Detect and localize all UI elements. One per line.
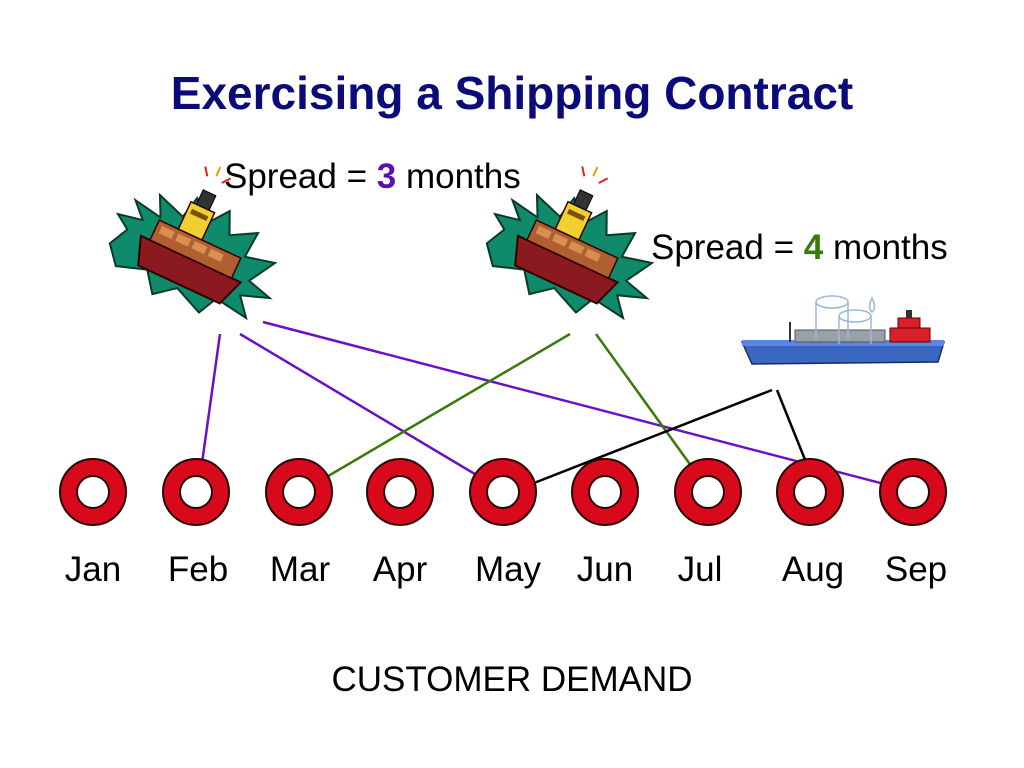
month-label: Apr bbox=[372, 550, 428, 589]
spread-value: 4 bbox=[803, 228, 824, 267]
spread-prefix: Spread = bbox=[224, 157, 377, 196]
life-ring-icon bbox=[879, 458, 947, 526]
cargo-ship-icon bbox=[108, 166, 278, 321]
contract-arrow bbox=[239, 332, 507, 494]
month-label: Sep bbox=[884, 550, 948, 589]
spread-label-2: Spread = 4 months bbox=[651, 228, 948, 268]
life-ring-icon bbox=[469, 458, 537, 526]
firework-spark bbox=[204, 166, 232, 184]
month-label: Aug bbox=[781, 550, 845, 589]
spread-suffix: months bbox=[396, 157, 521, 196]
life-ring-icon bbox=[59, 458, 127, 526]
tanker-ship-icon bbox=[740, 295, 946, 365]
spread-suffix: months bbox=[823, 228, 948, 267]
oil-tank-icon bbox=[815, 295, 876, 344]
firework-spark bbox=[581, 166, 609, 184]
month-label: Jun bbox=[576, 550, 634, 589]
life-ring-icon bbox=[776, 458, 844, 526]
life-ring-icon bbox=[162, 458, 230, 526]
life-ring-icon bbox=[265, 458, 333, 526]
spread-label-1: Spread = 3 months bbox=[224, 157, 521, 197]
spread-value: 3 bbox=[376, 157, 397, 196]
month-label: May bbox=[474, 550, 542, 589]
page-title: Exercising a Shipping Contract bbox=[170, 67, 854, 119]
month-label: Jan bbox=[64, 550, 122, 589]
life-ring-icon bbox=[366, 458, 434, 526]
contract-arrow bbox=[509, 388, 773, 494]
month-markers bbox=[59, 458, 947, 526]
month-label: Feb bbox=[167, 550, 229, 589]
life-ring-icon bbox=[674, 458, 742, 526]
spread-prefix: Spread = bbox=[651, 228, 804, 267]
life-ring-icon bbox=[571, 458, 639, 526]
contract-arrow bbox=[299, 332, 571, 494]
cargo-ship-icon bbox=[485, 166, 655, 321]
month-label: Jul bbox=[677, 550, 723, 589]
month-label: Mar bbox=[269, 550, 331, 589]
customer-demand-label: CUSTOMER DEMAND bbox=[331, 660, 693, 699]
